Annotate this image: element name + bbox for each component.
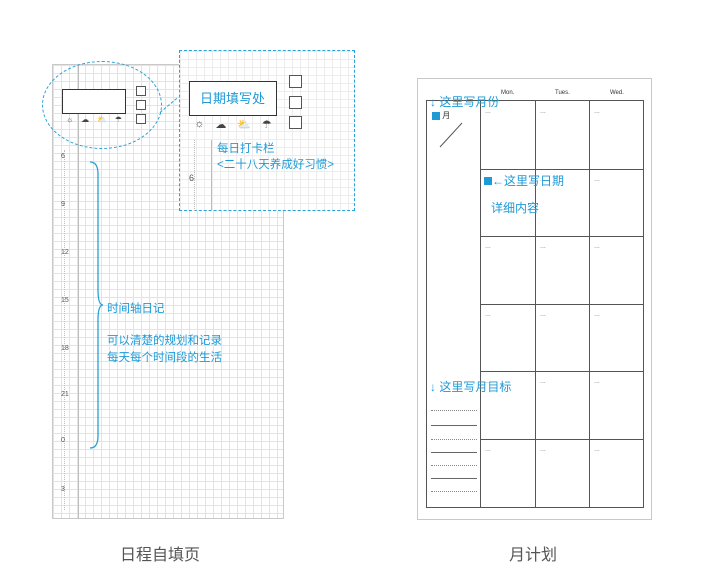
timeline-desc-1: 可以清楚的规划和记录: [107, 335, 222, 347]
zoom-dotted-guide: [194, 140, 195, 211]
cell-mark: ...: [485, 108, 491, 115]
note-detail: 详细内容: [491, 201, 540, 215]
zoom-timeline-axis: [211, 140, 212, 211]
zoom-hour-label: 6: [189, 173, 195, 183]
goal-line: [431, 425, 477, 426]
cell-mark: ...: [540, 243, 546, 250]
blue-square-icon: [432, 111, 440, 120]
timeline-dotted-guide: [64, 150, 65, 510]
cell-mark: ...: [485, 243, 491, 250]
timeline-axis: [78, 64, 79, 519]
rain-icon: ☂: [261, 118, 272, 131]
hour-label-21: 21: [61, 391, 69, 398]
cell-mark: ...: [485, 378, 491, 385]
monthly-plan-page: [417, 78, 652, 520]
day-head-wed: Wed.: [610, 90, 624, 96]
cloud-icon: ☁: [215, 118, 227, 131]
cell-mark: ...: [540, 446, 546, 453]
goal-line: [431, 439, 477, 440]
grid-hline-3: [480, 304, 644, 305]
note-month: ↓ 这里写月份: [430, 95, 500, 109]
cell-mark: ...: [594, 243, 600, 250]
timeline-brace: [89, 161, 104, 449]
cell-mark: ...: [485, 311, 491, 318]
cell-mark: ...: [594, 378, 600, 385]
day-head-tues: Tues.: [555, 90, 570, 96]
cell-mark: ...: [594, 446, 600, 453]
goal-line: [431, 410, 477, 411]
hour-label-0: 0: [61, 437, 65, 444]
goal-line: [431, 465, 477, 466]
note-goal: ↓ 这里写月目标: [430, 380, 512, 394]
checkbox-large-1: [289, 75, 302, 88]
day-head-mon: Mon.: [501, 90, 515, 96]
date-box-large: [189, 81, 277, 116]
month-marker: 月: [432, 110, 450, 121]
cell-mark: ...: [540, 108, 546, 115]
right-caption: 月计划: [509, 547, 558, 564]
weather-strip-large: ☼ ☁ ⛅ ☂: [189, 117, 277, 131]
note-date: ←这里写日期: [492, 174, 565, 188]
callout-circle: [42, 61, 162, 149]
checkbox-large-3: [289, 116, 302, 129]
checkin-label: 每日打卡栏: [217, 143, 275, 155]
hour-label-3: 3: [61, 486, 65, 493]
hour-label-9: 9: [61, 201, 65, 208]
grid-hline-1: [480, 169, 644, 170]
hour-label-12: 12: [61, 249, 69, 256]
partly-cloudy-icon: ⛅: [237, 118, 251, 131]
note-date-row: ←这里写日期: [484, 172, 564, 190]
zoom-detail-box: [179, 50, 355, 211]
cell-mark: ...: [594, 108, 600, 115]
checkbox-large-2: [289, 96, 302, 109]
hour-label-15: 15: [61, 297, 69, 304]
hour-label-18: 18: [61, 345, 69, 352]
cell-mark: ...: [485, 446, 491, 453]
cell-mark: ...: [594, 176, 600, 183]
blue-square-icon: [484, 176, 492, 185]
timeline-label: 时间轴日记: [107, 303, 165, 315]
cell-mark: ...: [540, 378, 546, 385]
goal-line: [431, 452, 477, 453]
hour-label-6: 6: [61, 153, 65, 160]
grid-hline-5: [480, 439, 644, 440]
cell-mark: ...: [540, 311, 546, 318]
goal-line: [431, 491, 477, 492]
goal-line: [431, 478, 477, 479]
grid-hline-2: [480, 236, 644, 237]
timeline-desc-2: 每天每个时间段的生活: [107, 352, 222, 364]
sun-icon: ☼: [194, 118, 205, 130]
month-slash: [439, 122, 463, 148]
cell-mark: ...: [594, 311, 600, 318]
date-label: 日期填写处: [200, 91, 266, 106]
grid-hline-4: [480, 371, 644, 372]
cell-mark: ...: [540, 176, 546, 183]
left-caption: 日程自填页: [120, 547, 201, 564]
checkin-sublabel: <二十八天养成好习惯>: [217, 159, 334, 171]
